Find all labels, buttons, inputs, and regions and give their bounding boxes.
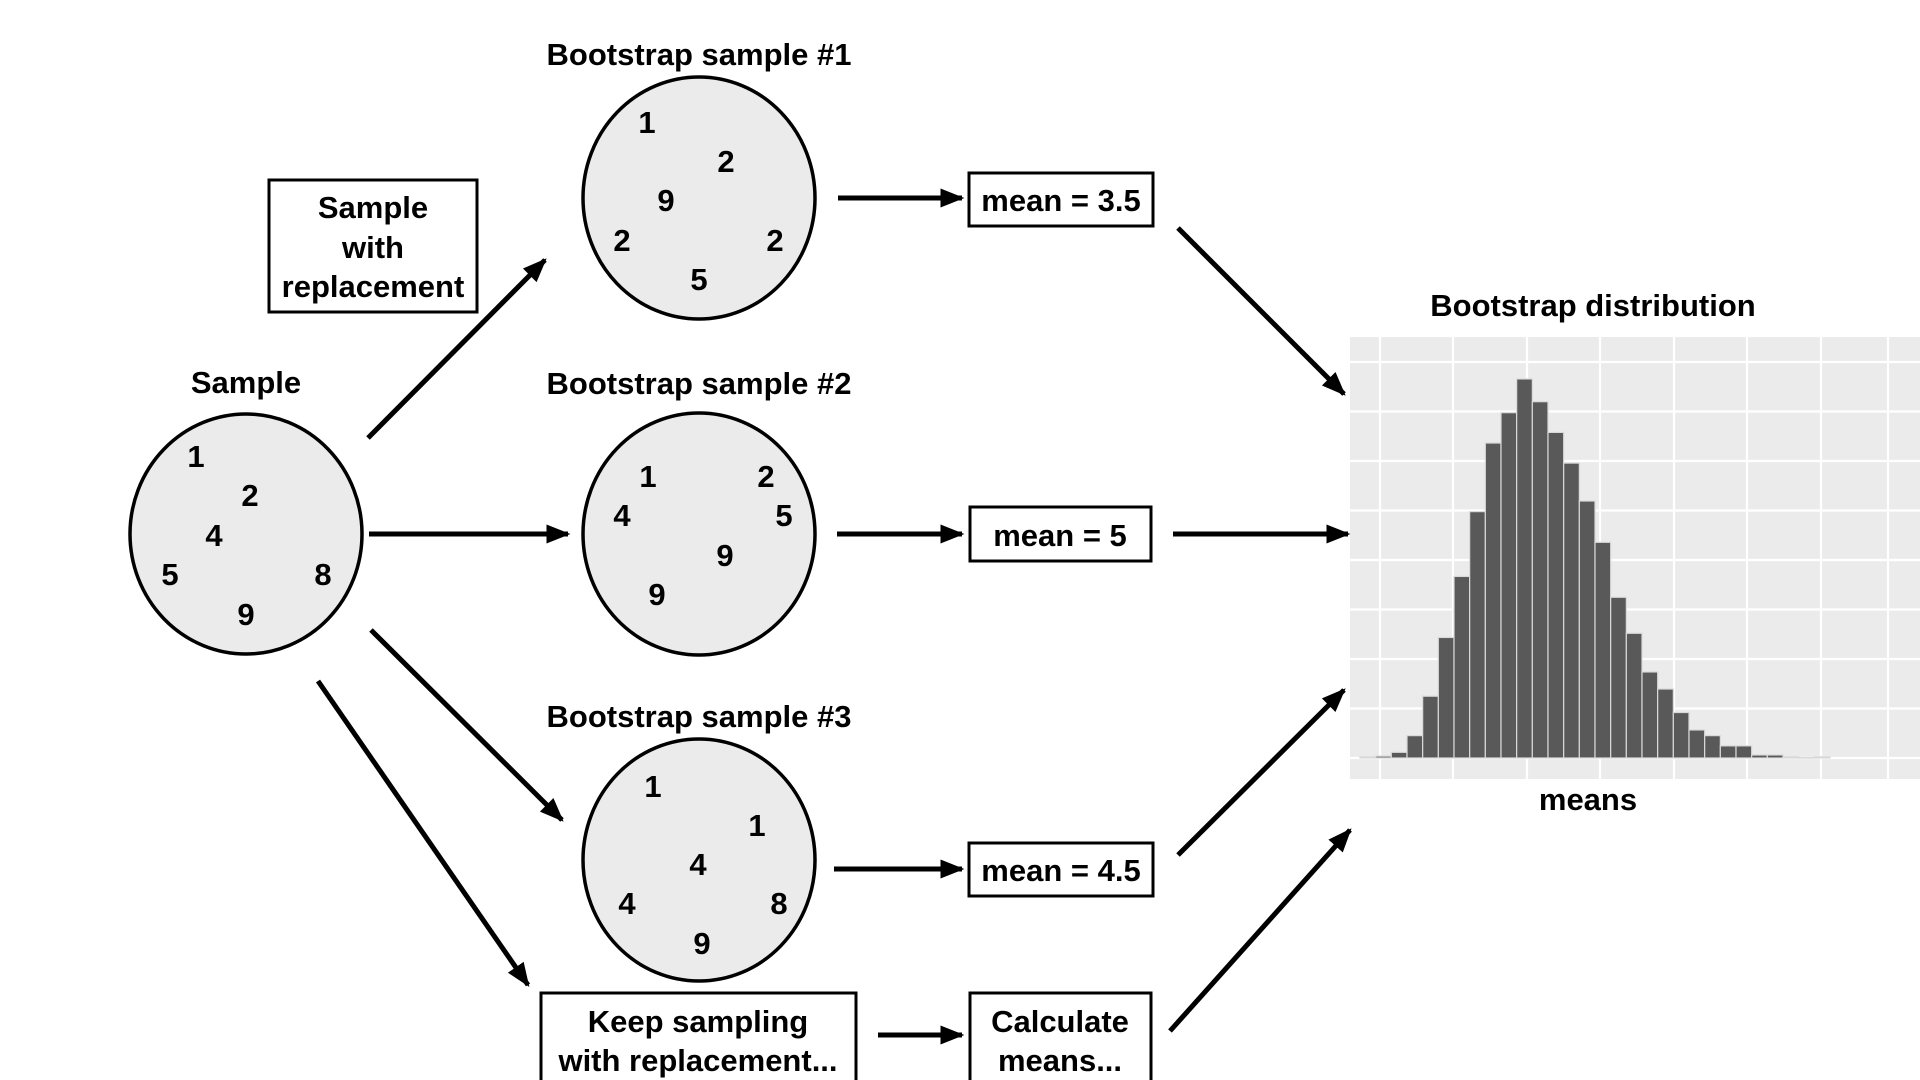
arrow-icon	[369, 628, 564, 822]
sample-value: 5	[161, 557, 178, 592]
histogram-bar	[1766, 754, 1784, 759]
bootstrap-value: 1	[644, 769, 661, 804]
bootstrap-value: 8	[770, 886, 787, 921]
bootstrap-sample-circle	[581, 75, 817, 321]
mean-label: mean = 3.5	[981, 183, 1140, 218]
sample-label: Sample	[191, 365, 301, 400]
histogram-bar	[1813, 756, 1831, 759]
mean-label: mean = 4.5	[981, 853, 1140, 888]
histogram-bar	[1406, 735, 1424, 759]
histogram-bar	[1484, 442, 1502, 759]
histogram-bar	[1500, 412, 1518, 759]
histogram-bar	[1547, 431, 1565, 759]
histogram-bar	[1359, 756, 1377, 759]
bootstrap-value: 2	[757, 459, 774, 494]
sample-value: 9	[237, 597, 254, 632]
sample-circle	[128, 412, 364, 656]
histogram-bar	[1798, 757, 1815, 759]
calculate-means-line: means...	[998, 1043, 1122, 1078]
bootstrap-value: 9	[693, 926, 710, 961]
bootstrap-value: 9	[648, 577, 665, 612]
histogram-bar	[1422, 695, 1439, 759]
arrows	[315, 188, 1352, 1045]
bootstrap-value: 4	[618, 886, 636, 921]
histogram-bar	[1735, 745, 1753, 759]
histogram-bar	[1531, 401, 1549, 759]
chart-bars	[1359, 378, 1831, 759]
histogram-bar	[1672, 711, 1690, 759]
bootstrap-distribution-chart: Bootstrap distribution means	[1350, 288, 1920, 817]
mean-box-1: mean = 3.5	[967, 171, 1155, 228]
bootstrap-value: 9	[657, 183, 674, 218]
histogram-bar	[1594, 541, 1612, 759]
bootstrap-value: 4	[689, 847, 707, 882]
histogram-bar	[1751, 754, 1768, 759]
histogram-bar	[1657, 688, 1674, 759]
bootstrap-sample-3: Bootstrap sample #3 1 1 4 4 8 9	[547, 699, 852, 983]
sample-value: 2	[241, 478, 258, 513]
histogram-bar	[1375, 755, 1392, 759]
calculate-means-box: Calculate means...	[968, 991, 1153, 1080]
bootstrap-sample-label: Bootstrap sample #1	[547, 37, 852, 72]
mean-box-3: mean = 4.5	[967, 841, 1155, 898]
histogram-bar	[1610, 596, 1627, 759]
keep-sampling-line: with replacement...	[557, 1043, 837, 1078]
histogram-bar	[1516, 378, 1533, 759]
note-line: Sample	[318, 190, 428, 225]
sample-with-replacement-box: Sample with replacement	[267, 178, 479, 314]
histogram-bar	[1704, 735, 1721, 759]
calculate-means-line: Calculate	[991, 1004, 1129, 1039]
histogram-bar	[1782, 756, 1800, 759]
histogram-bar	[1469, 511, 1486, 759]
histogram-bar	[1437, 636, 1455, 759]
note-line: with	[341, 230, 404, 265]
bootstrap-value: 1	[638, 105, 655, 140]
bootstrap-value: 5	[775, 498, 792, 533]
histogram-bar	[1625, 632, 1643, 759]
mean-label: mean = 5	[993, 518, 1127, 553]
bootstrap-sample-circle	[581, 737, 817, 983]
bootstrap-value: 4	[613, 498, 631, 533]
keep-sampling-line: Keep sampling	[588, 1004, 809, 1039]
arrow-icon	[1176, 226, 1346, 396]
bootstrap-value: 2	[613, 223, 630, 258]
x-axis-label: means	[1539, 782, 1637, 817]
sample-value: 4	[205, 518, 223, 553]
histogram-bar	[1453, 575, 1471, 759]
bootstrap-sample-1: Bootstrap sample #1 1 2 9 2 2 5	[547, 37, 852, 321]
bootstrap-sample-2: Bootstrap sample #2 1 2 4 5 9 9	[547, 366, 852, 657]
histogram-bar	[1390, 751, 1408, 759]
bootstrap-sample-circle	[581, 411, 817, 657]
arrow-icon	[315, 679, 531, 987]
bootstrap-value: 2	[766, 223, 783, 258]
arrow-icon	[366, 258, 547, 440]
bootstrap-value: 1	[639, 459, 656, 494]
histogram-bar	[1641, 671, 1659, 759]
bootstrap-value: 5	[690, 262, 707, 297]
sample-value: 1	[187, 439, 204, 474]
mean-box-2: mean = 5	[968, 505, 1153, 563]
histogram-bar	[1719, 745, 1737, 759]
bootstrap-value: 9	[716, 538, 733, 573]
bootstrap-sample-label: Bootstrap sample #3	[547, 699, 852, 734]
arrow-icon	[1168, 828, 1352, 1033]
keep-sampling-box: Keep sampling with replacement...	[539, 991, 858, 1080]
bootstrap-value: 1	[748, 808, 765, 843]
bootstrap-sample-label: Bootstrap sample #2	[547, 366, 852, 401]
histogram-bar	[1563, 462, 1580, 759]
histogram-bar	[1578, 500, 1596, 759]
histogram-bar	[1688, 729, 1706, 759]
arrow-icon	[1176, 688, 1346, 857]
chart-title: Bootstrap distribution	[1430, 288, 1755, 323]
note-line: replacement	[282, 269, 465, 304]
sample-value: 8	[314, 557, 331, 592]
bootstrap-value: 2	[717, 144, 734, 179]
original-sample: Sample 1 2 4 5 8 9	[128, 365, 364, 656]
